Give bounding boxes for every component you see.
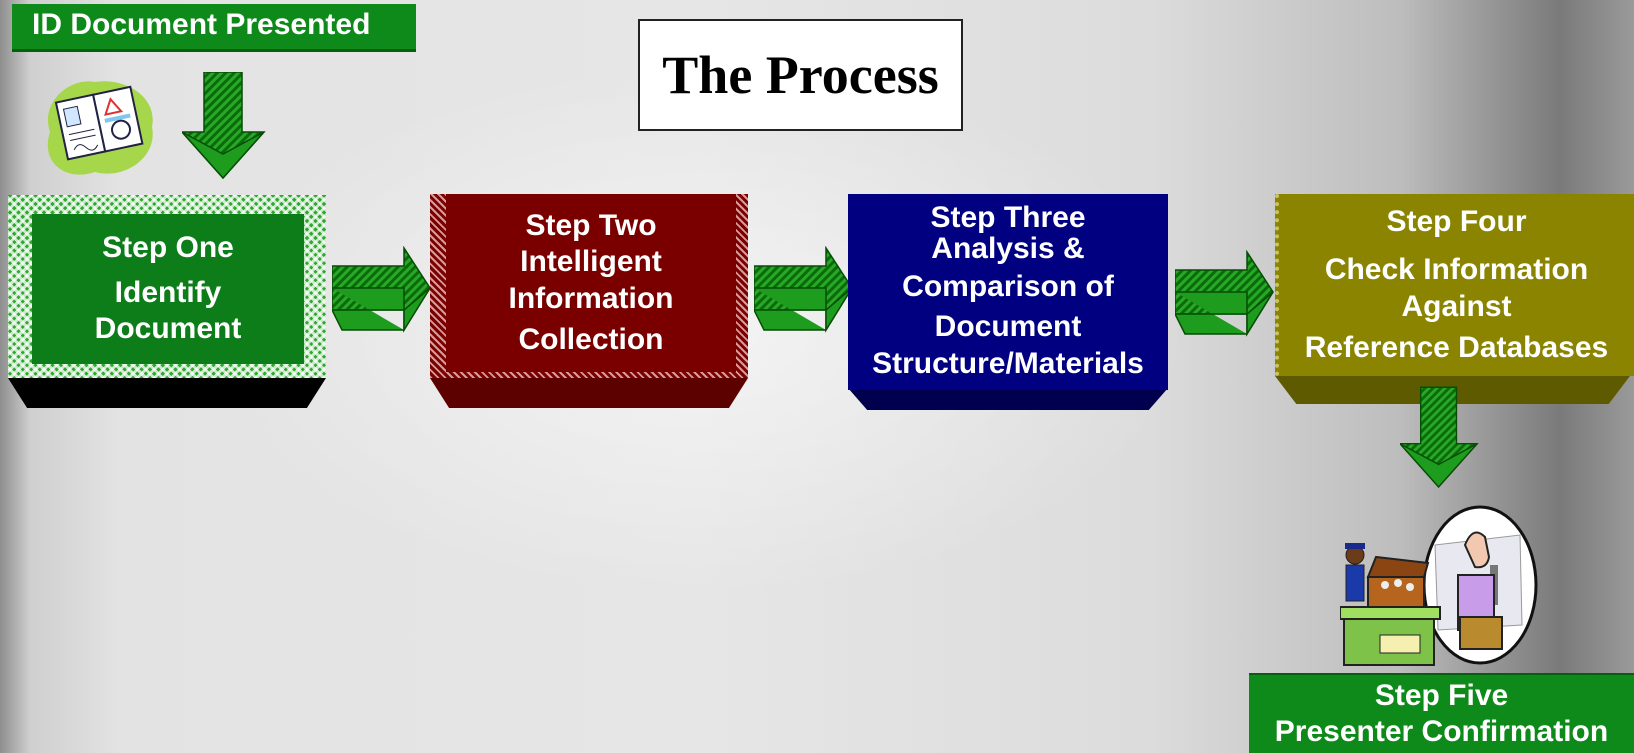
right-arrow-icon — [1173, 249, 1275, 350]
step-three-line: Document — [934, 310, 1082, 344]
step-two-title: Step Two — [525, 208, 657, 242]
step-two-line: Collection — [518, 322, 664, 356]
page-title: The Process — [638, 19, 963, 131]
customs-inspection-illustration — [1339, 505, 1540, 673]
id-document-presented-label: ID Document Presented — [12, 4, 416, 52]
step-five-title: Step Five — [1374, 679, 1509, 712]
down-arrow-icon — [180, 71, 267, 182]
down-arrow-icon — [1398, 386, 1480, 492]
passport-icon — [40, 72, 160, 182]
step-four-line: Reference Databases — [1304, 330, 1609, 364]
step-two-line: Information — [508, 282, 674, 315]
step-three-title: Step Three — [930, 200, 1086, 234]
step-one-base — [8, 378, 326, 408]
step-one-line: Identify — [114, 275, 222, 309]
step-one-line: Document — [94, 312, 242, 346]
step-one-box: Step One Identify Document — [32, 214, 304, 364]
step-two-box: Step Two Intelligent Information Collect… — [446, 194, 736, 372]
step-three-line: Comparison of — [902, 269, 1114, 303]
right-arrow-icon — [752, 245, 854, 346]
step-three-line: Structure/Materials — [872, 346, 1144, 380]
step-three-box: Step Three Analysis & Comparison of Docu… — [848, 194, 1168, 390]
step-four-title: Step Four — [1386, 204, 1527, 238]
step-four-box: Step Four Check Information Against Refe… — [1275, 194, 1634, 376]
step-two-line: Intelligent — [520, 245, 662, 279]
step-five-box: Step Five Presenter Confirmation — [1249, 673, 1634, 753]
step-four-line: Check Information — [1324, 253, 1589, 287]
step-two-base — [430, 378, 748, 408]
step-three-base — [848, 388, 1168, 410]
step-five-line: Presenter Confirmation — [1274, 715, 1609, 748]
step-one-title: Step One — [102, 231, 234, 265]
step-four-line: Against — [1401, 290, 1512, 323]
right-arrow-icon — [330, 245, 432, 346]
step-three-line: Analysis & — [931, 232, 1085, 266]
